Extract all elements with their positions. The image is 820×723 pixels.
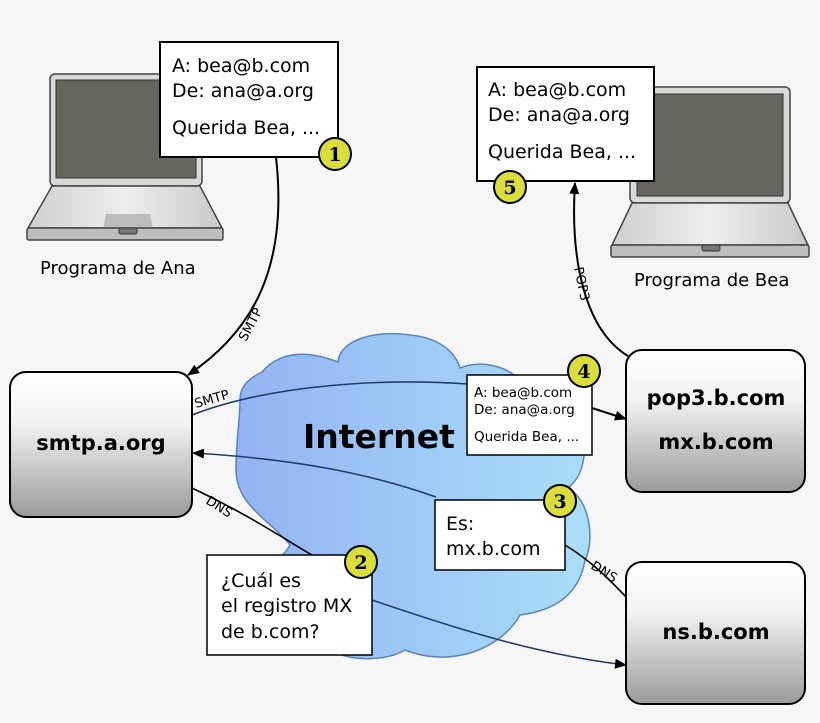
- message-line: Es:: [446, 513, 474, 535]
- laptop-icon-bea: [610, 86, 810, 258]
- message-from: De: ana@a.org: [172, 80, 314, 102]
- client-label-ana: Programa de Ana: [40, 258, 196, 279]
- server-ns-b-com: ns.b.com: [625, 561, 806, 705]
- message-from: De: ana@a.org: [488, 104, 630, 126]
- internet-label: Internet: [303, 417, 455, 456]
- server-label-pop3: pop3.b.com: [647, 386, 786, 410]
- step-number: 4: [577, 361, 590, 383]
- message-4: A: bea@b.com De: ana@a.org Querida Bea, …: [466, 354, 601, 456]
- message-from: De: ana@a.org: [474, 402, 575, 418]
- server-label-ns: ns.b.com: [662, 620, 769, 644]
- step-badge: [567, 354, 601, 388]
- message-1: A: bea@b.com De: ana@a.org Querida Bea, …: [159, 41, 352, 171]
- step-badge: [543, 484, 577, 518]
- message-to: A: bea@b.com: [474, 385, 572, 401]
- server-pop3-mx-b-com: pop3.b.com mx.b.com: [625, 349, 806, 493]
- protocol-label-pop3: POP3: [570, 266, 592, 303]
- dns-response-line: [564, 544, 628, 599]
- server-label-mx: mx.b.com: [658, 430, 773, 454]
- protocol-label-dns-2: DNS: [588, 559, 620, 587]
- dns-query-arrow-to-ns: [371, 599, 627, 669]
- step-badge: [493, 170, 527, 204]
- smtp-arrow-ana-to-smtp: [187, 156, 280, 376]
- message-5: A: bea@b.com De: ana@a.org Querida Bea, …: [476, 66, 655, 204]
- step-number: 1: [328, 144, 341, 166]
- message-line: de b.com?: [221, 621, 320, 643]
- server-smtp-a-org: smtp.a.org: [9, 371, 193, 518]
- message-line: mx.b.com: [446, 538, 540, 560]
- step-number: 5: [503, 177, 516, 199]
- dns-answer-arrow: [192, 448, 437, 498]
- server-label-smtp: smtp.a.org: [36, 431, 165, 455]
- message-2: ¿Cuál es el registro MX de b.com? 2: [206, 545, 378, 656]
- message-body: Querida Bea, ...: [172, 117, 320, 139]
- step-number: 3: [553, 491, 566, 513]
- message-line: el registro MX: [221, 595, 352, 617]
- message-body: Querida Bea, ...: [488, 141, 636, 163]
- message-to: A: bea@b.com: [172, 55, 310, 77]
- arrow-msg4-to-mx: [591, 407, 627, 421]
- message-line: ¿Cuál es: [221, 570, 301, 592]
- step-badge: [318, 137, 352, 171]
- protocol-label-dns-1: DNS: [203, 494, 235, 522]
- step-number: 2: [354, 552, 367, 574]
- message-3: Es: mx.b.com 3: [434, 484, 577, 571]
- message-body: Querida Bea, ...: [474, 429, 579, 445]
- step-badge: [344, 545, 378, 579]
- smtp-line-smtp-to-mx: [191, 381, 468, 416]
- pop3-arrow: [569, 182, 629, 357]
- client-label-bea: Programa de Bea: [634, 270, 789, 291]
- message-to: A: bea@b.com: [488, 79, 626, 101]
